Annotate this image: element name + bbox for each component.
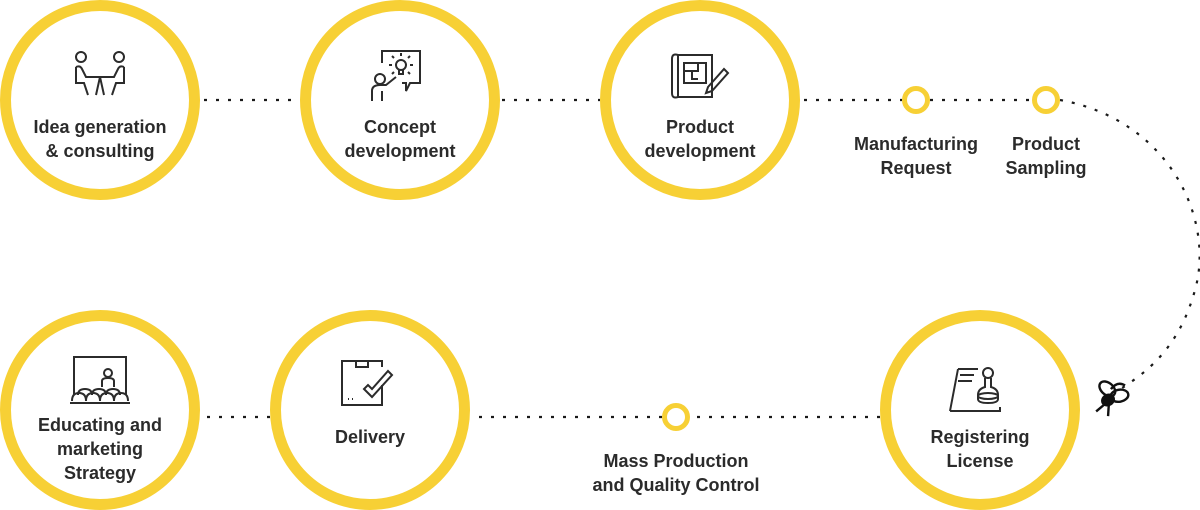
milestone-manufacturing-request[interactable] [902,86,930,114]
step-label: Delivery [281,425,459,449]
label-line: Mass Production [603,451,749,471]
milestone-mass-production[interactable] [662,403,690,431]
meeting-icon [75,51,125,96]
label-line: Idea generation [33,117,167,137]
label-line: Delivery [334,427,406,447]
label-line: Registering [930,427,1030,447]
step-label: Idea generation & consulting [11,115,189,163]
stamp-document-icon [949,367,1001,412]
step-label: Registering License [891,425,1069,473]
step-delivery[interactable]: Delivery [270,310,470,510]
milestone-label-mass-production: Mass Production and Quality Control [576,449,776,497]
label-line: Strategy [63,463,137,483]
label-line: & consulting [45,141,155,161]
bee-icon [1095,380,1130,417]
audience-icon [70,356,130,404]
step-product-development[interactable]: Product development [600,0,800,200]
label-line: Sampling [1005,158,1087,178]
step-label: Concept development [311,115,489,163]
blueprint-pencil-icon [671,53,730,99]
label-line: Product [665,117,734,137]
label-line: Concept [364,117,436,137]
label-line: Request [880,158,952,178]
milestone-product-sampling[interactable] [1032,86,1060,114]
step-label: Product development [611,115,789,163]
label-line: License [946,451,1014,471]
milestone-label-product-sampling: Product Sampling [996,132,1096,180]
presentation-idea-icon [371,50,421,101]
label-line: development [344,141,456,161]
step-educating-marketing[interactable]: Educating and marketing Strategy [0,310,200,510]
box-check-icon [341,360,394,406]
label-line: Manufacturing [854,134,978,154]
step-registering-license[interactable]: Registering License [880,310,1080,510]
step-concept-development[interactable]: Concept development [300,0,500,200]
step-idea-generation[interactable]: Idea generation & consulting [0,0,200,200]
label-line: Product [1011,134,1080,154]
milestone-label-manufacturing-request: Manufacturing Request [846,132,986,180]
label-line: and Quality Control [592,475,760,495]
label-line: Educating and [37,415,162,435]
label-line: development [644,141,756,161]
label-line: marketing [56,439,144,459]
step-label: Educating and marketing Strategy [11,413,189,485]
